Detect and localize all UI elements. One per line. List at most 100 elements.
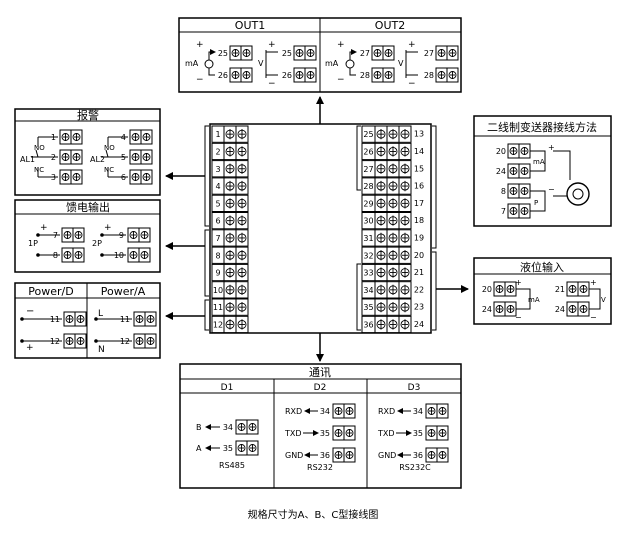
meter-terminal-8: 8 xyxy=(211,246,249,264)
terminal-27-label: 27 xyxy=(424,49,434,58)
terminal-28-label: 28 xyxy=(360,71,370,80)
comm-panel-border xyxy=(179,363,462,489)
terminal-20-label: 20 xyxy=(482,285,492,294)
n-label: N xyxy=(98,345,105,355)
meter-terminal-7-label: 7 xyxy=(215,234,220,243)
meter-terminal-15-label: 15 xyxy=(414,164,424,173)
meter-terminal-3-label: 3 xyxy=(215,165,220,174)
meter-terminal-34-label: 34 xyxy=(363,286,373,295)
meter-terminal-11-label: 11 xyxy=(213,303,223,312)
minus-sign: − xyxy=(337,75,345,85)
screw-terminal xyxy=(566,301,590,317)
ma-label: mA xyxy=(533,158,545,166)
screw-terminal xyxy=(127,247,151,263)
plus-sign: + xyxy=(337,40,345,50)
meter-terminal-7: 7 xyxy=(211,229,249,247)
terminal-24-label: 24 xyxy=(496,167,506,176)
meter-terminal-4-label: 4 xyxy=(215,182,220,191)
plus-sign: + xyxy=(268,40,276,50)
p-label: P xyxy=(534,199,538,207)
screw-terminal xyxy=(129,129,153,145)
plus-sign: + xyxy=(104,223,112,233)
ma-label: mA xyxy=(325,59,339,68)
plus-sign: + xyxy=(590,278,597,287)
screw-terminal xyxy=(229,45,253,61)
panel-screw-terminals xyxy=(59,45,590,463)
gnd-label: GND xyxy=(285,451,303,460)
meter-terminal-23-label: 23 xyxy=(414,303,424,312)
meter-terminal-1: 1 xyxy=(211,125,249,143)
meter-terminal-35-label: 35 xyxy=(363,303,373,312)
meter-terminal-5: 5 xyxy=(211,194,249,212)
meter-terminal-29-label: 29 xyxy=(363,199,373,208)
connection-arrows xyxy=(165,96,469,362)
out2-title: OUT2 xyxy=(375,19,405,32)
rs232-label: RS232 xyxy=(307,463,333,472)
terminal-8-label: 8 xyxy=(501,187,506,196)
out1-v-wiring: V + − 25 26 xyxy=(258,40,292,89)
meter-terminal-12-label: 12 xyxy=(213,320,223,329)
meter-terminal-6: 6 xyxy=(211,212,249,230)
meter-terminal-31: 31 xyxy=(361,229,412,247)
meter-terminal-25: 25 xyxy=(361,125,412,143)
meter-terminal-27: 27 xyxy=(361,160,412,178)
screw-terminal xyxy=(235,440,259,456)
meter-terminal-25-label: 25 xyxy=(363,130,373,139)
meter-terminal-33-label: 33 xyxy=(363,269,373,278)
out1-title: OUT1 xyxy=(235,19,265,32)
meter-terminal-1-label: 1 xyxy=(215,130,220,139)
screw-terminal xyxy=(129,169,153,185)
meter-terminal-2-label: 2 xyxy=(215,147,220,156)
meter-terminal-11: 11 xyxy=(211,298,249,316)
no-label: NO xyxy=(104,144,115,152)
screw-terminal xyxy=(59,149,83,165)
ma-label: mA xyxy=(528,296,540,304)
meter-terminal-32: 32 xyxy=(361,246,412,264)
feed-title: 馈电输出 xyxy=(66,200,110,214)
two-wire-transmitter-panel: 二线制变送器接线方法 20 24 8 7 mA P + − xyxy=(473,115,612,227)
meter-terminal-17-label: 17 xyxy=(414,199,424,208)
meter-terminal-16-label: 16 xyxy=(414,182,424,191)
minus-sign: − xyxy=(196,75,204,85)
l-label: L xyxy=(98,309,103,319)
terminal-24-label: 24 xyxy=(482,305,492,314)
screw-terminal xyxy=(133,311,157,327)
terminal-34-label: 34 xyxy=(223,423,233,432)
out2-ma-wiring: + mA − 27 28 xyxy=(325,40,370,85)
comm-title: 通讯 xyxy=(309,366,331,379)
output-panel: OUT1 OUT2 + mA − 25 26 V + − 25 26 + mA xyxy=(178,17,462,93)
meter-terminal-36-label: 36 xyxy=(363,320,373,329)
meter-terminal-14-label: 14 xyxy=(414,147,424,156)
screw-terminal xyxy=(507,183,531,199)
screw-terminal xyxy=(293,67,317,83)
screw-terminal xyxy=(566,281,590,297)
meter-terminal-27-label: 27 xyxy=(363,165,373,174)
terminal-21-label: 21 xyxy=(555,285,565,294)
screw-terminal xyxy=(425,403,449,419)
screw-terminal xyxy=(235,419,259,435)
screw-terminal xyxy=(425,425,449,441)
a-label: A xyxy=(196,444,202,453)
screw-terminal xyxy=(61,227,85,243)
plus-sign: + xyxy=(196,40,204,50)
meter-terminal-8-label: 8 xyxy=(215,251,220,260)
d3-header: D3 xyxy=(408,383,421,393)
v-label: V xyxy=(398,59,404,68)
screw-terminal xyxy=(229,67,253,83)
meter-terminal-12: 12 xyxy=(211,315,249,334)
al1-label: AL1 xyxy=(20,155,35,164)
plus-sign: + xyxy=(408,40,416,50)
al2-label: AL2 xyxy=(90,155,105,164)
screw-terminal xyxy=(493,301,517,317)
plus-sign: + xyxy=(26,343,34,353)
meter-terminal-21-label: 21 xyxy=(414,268,424,277)
screw-terminal xyxy=(507,163,531,179)
meter-terminal-32-label: 32 xyxy=(363,251,373,260)
plus-sign: + xyxy=(515,278,522,287)
transmitter-icon xyxy=(566,182,590,206)
meter-terminal-2: 2 xyxy=(211,142,249,161)
